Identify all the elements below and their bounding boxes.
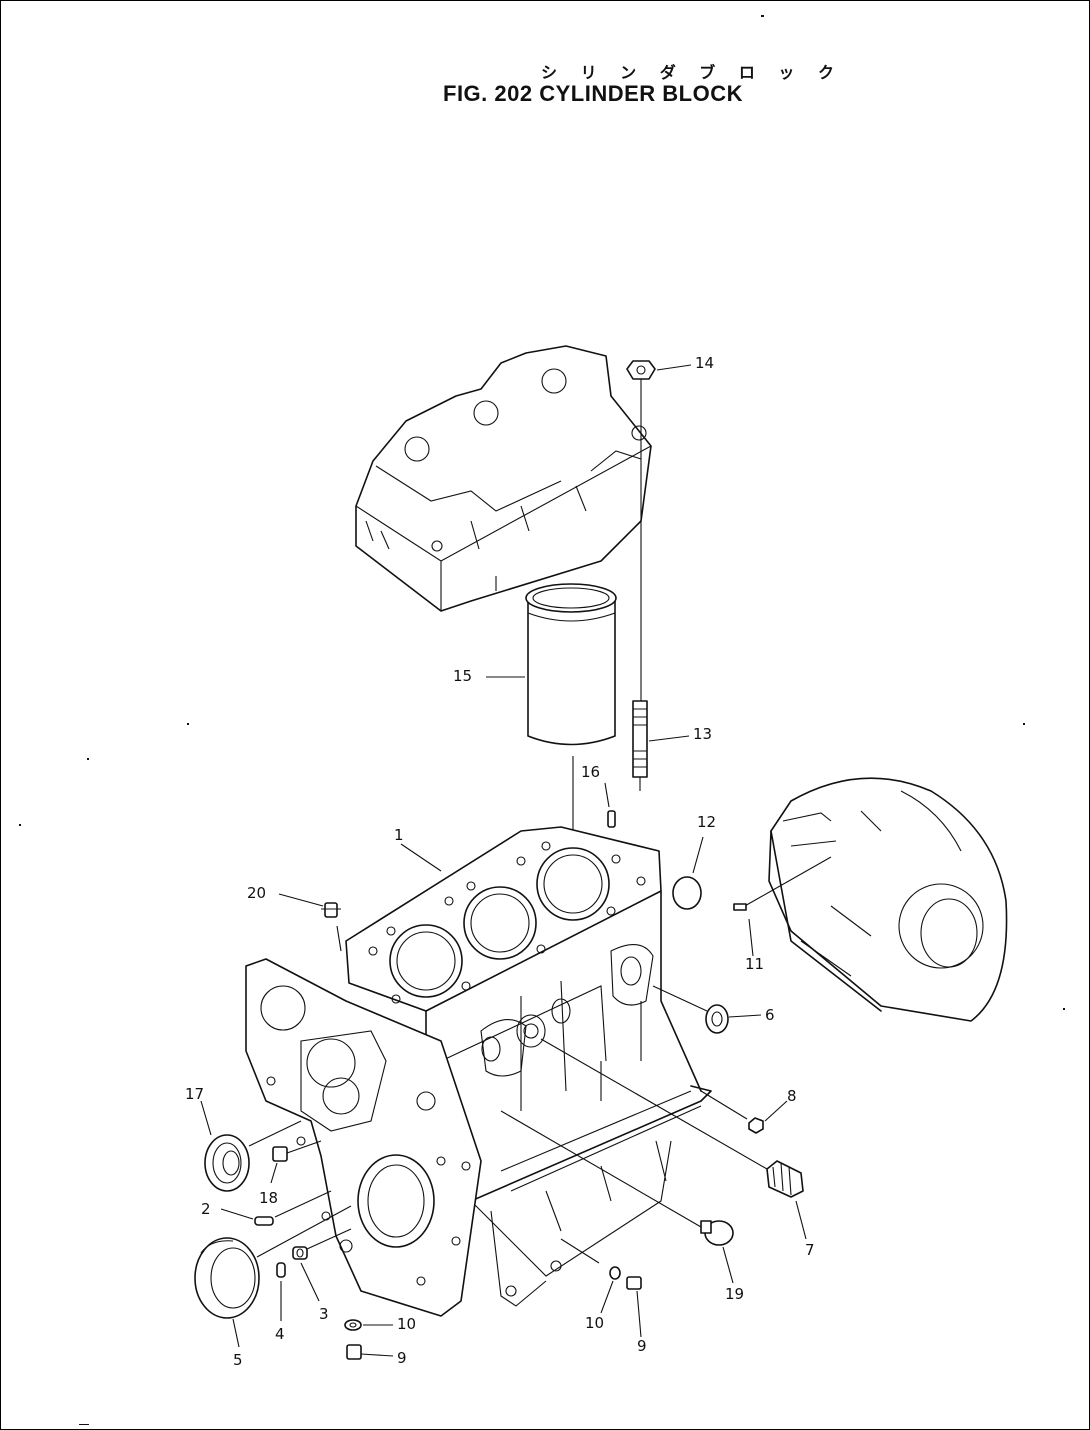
part-1-cylinder-block: [245, 826, 712, 1317]
callout-19: 19: [725, 1285, 744, 1303]
part-16-dowel: [604, 782, 616, 828]
callout-10-right: 10: [585, 1314, 604, 1332]
callout-2: 2: [201, 1200, 211, 1218]
callout-9-right: 9: [637, 1337, 647, 1355]
part-9-plug-right: [626, 1276, 642, 1338]
callout-10-left: 10: [397, 1315, 416, 1333]
part-15-cylinder-liner: [486, 583, 617, 841]
callout-15: 15: [453, 667, 472, 685]
callout-9-left: 9: [397, 1349, 407, 1367]
callout-7: 7: [805, 1241, 815, 1259]
part-18-bolt: [270, 1140, 322, 1184]
part-2-pin: [220, 1190, 332, 1226]
part-9-plug-left: [346, 1344, 394, 1360]
callout-20: 20: [247, 884, 266, 902]
callout-5: 5: [233, 1351, 243, 1369]
scan-specks: [19, 15, 1065, 1425]
part-10-washer-left: [344, 1319, 393, 1331]
callout-12: 12: [697, 813, 716, 831]
part-4-pin: [276, 1262, 286, 1321]
flywheel-housing: [733, 777, 1008, 1022]
part-3-bushing: [292, 1228, 352, 1302]
callout-18: 18: [259, 1189, 278, 1207]
part-14-nut: [626, 360, 692, 701]
part-6-seal-ring: [652, 985, 762, 1034]
callout-6: 6: [765, 1006, 775, 1024]
part-10-washer-right: [560, 1238, 621, 1314]
figure-title: FIG. 202 CYLINDER BLOCK: [443, 81, 743, 106]
callout-1: 1: [394, 826, 404, 844]
callout-11: 11: [745, 955, 764, 973]
part-12-plug: [672, 836, 704, 910]
callout-16: 16: [581, 763, 600, 781]
part-5-front-seal: [194, 1205, 352, 1348]
callout-8: 8: [787, 1087, 797, 1105]
callout-13: 13: [693, 725, 712, 743]
callout-14: 14: [695, 354, 714, 372]
figure-title-japanese: シ リ ン ダ ブ ロ ッ ク: [541, 63, 843, 82]
part-20-bolt: [278, 893, 342, 952]
part-17-bearing: [200, 1100, 302, 1192]
callout-4: 4: [275, 1325, 285, 1343]
part-19-drain-plug: [500, 1110, 734, 1284]
cylinder-head: [355, 345, 652, 612]
callout-3: 3: [319, 1305, 329, 1323]
callout-17: 17: [185, 1085, 204, 1103]
part-13-stud: [632, 700, 690, 791]
part-7-threaded-plug: [540, 1038, 807, 1240]
part-8-plug: [700, 1090, 788, 1134]
